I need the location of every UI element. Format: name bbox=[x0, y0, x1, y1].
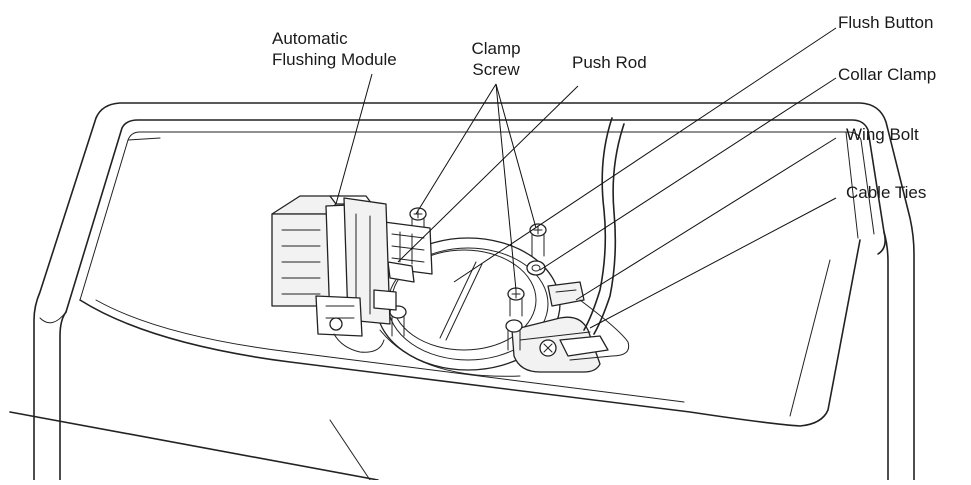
leader-collar-clamp bbox=[539, 77, 837, 271]
leader-push-rod bbox=[397, 85, 579, 263]
label-collar-clamp: Collar Clamp bbox=[838, 65, 937, 84]
leader-clamp-screw-2 bbox=[495, 83, 537, 229]
leader-lines bbox=[335, 27, 837, 329]
leader-clamp-screw-3 bbox=[495, 83, 517, 291]
label-line-screw: Screw bbox=[472, 60, 520, 79]
screw-5 bbox=[505, 319, 523, 351]
label-line-clamp: Clamp bbox=[471, 39, 521, 58]
screw-6 bbox=[526, 260, 546, 276]
label-cable-ties: Cable Ties bbox=[846, 183, 927, 202]
label-line-automatic: Automatic bbox=[272, 29, 348, 48]
screw-2 bbox=[529, 223, 547, 257]
flushing-module bbox=[271, 195, 397, 353]
leader-flush-button bbox=[453, 27, 837, 283]
label-line-flushing-module: Flushing Module bbox=[272, 50, 397, 69]
cable bbox=[583, 117, 625, 335]
label-flush-button: Flush Button bbox=[838, 13, 934, 32]
label-clamp-screw: Clamp Screw bbox=[456, 38, 536, 80]
collar-clamp-bracket bbox=[511, 281, 630, 373]
label-automatic-flushing-module: Automatic Flushing Module bbox=[272, 28, 397, 70]
leader-wing-bolt bbox=[575, 137, 837, 301]
tank-shell bbox=[33, 102, 915, 481]
leader-clamp-screw-1 bbox=[415, 83, 497, 215]
leader-flushing-module bbox=[335, 73, 373, 205]
leader-cable-ties bbox=[589, 197, 837, 329]
label-push-rod: Push Rod bbox=[572, 53, 647, 72]
push-rod-bracket bbox=[383, 221, 433, 283]
label-wing-bolt: Wing Bolt bbox=[846, 125, 919, 144]
tank-floor bbox=[9, 239, 861, 481]
